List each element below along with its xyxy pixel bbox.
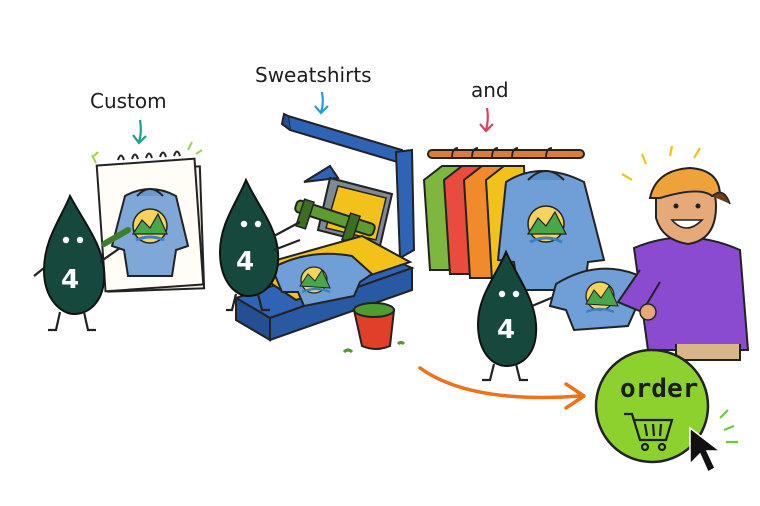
happy-customer <box>616 145 750 361</box>
screen-press <box>233 112 416 342</box>
label-and: and <box>471 78 509 102</box>
shopping-cart-icon <box>624 412 674 452</box>
mascot-printing: 4 <box>218 177 301 312</box>
flow-arrow <box>418 366 582 400</box>
mascot-number: 4 <box>236 247 254 277</box>
arrow-down-icon <box>479 107 494 133</box>
mascot-number: 4 <box>497 315 515 345</box>
sketchpad-group <box>91 141 206 293</box>
arrow-down-icon <box>314 91 329 115</box>
order-button[interactable]: order <box>594 348 710 464</box>
clothing-rack <box>422 147 606 291</box>
label-sweatshirts: Sweatshirts <box>255 63 372 87</box>
handed-hoodie <box>548 267 654 332</box>
mascot-number: 4 <box>61 265 79 295</box>
flow-arrowhead-icon <box>564 382 586 410</box>
label-custom: Custom <box>90 89 167 113</box>
order-button-label: order <box>620 374 698 404</box>
mouse-pointer-icon <box>689 409 738 474</box>
mascot-drawing: 4 <box>33 193 131 332</box>
paint-bucket <box>342 302 406 354</box>
arrow-down-icon <box>132 119 147 145</box>
